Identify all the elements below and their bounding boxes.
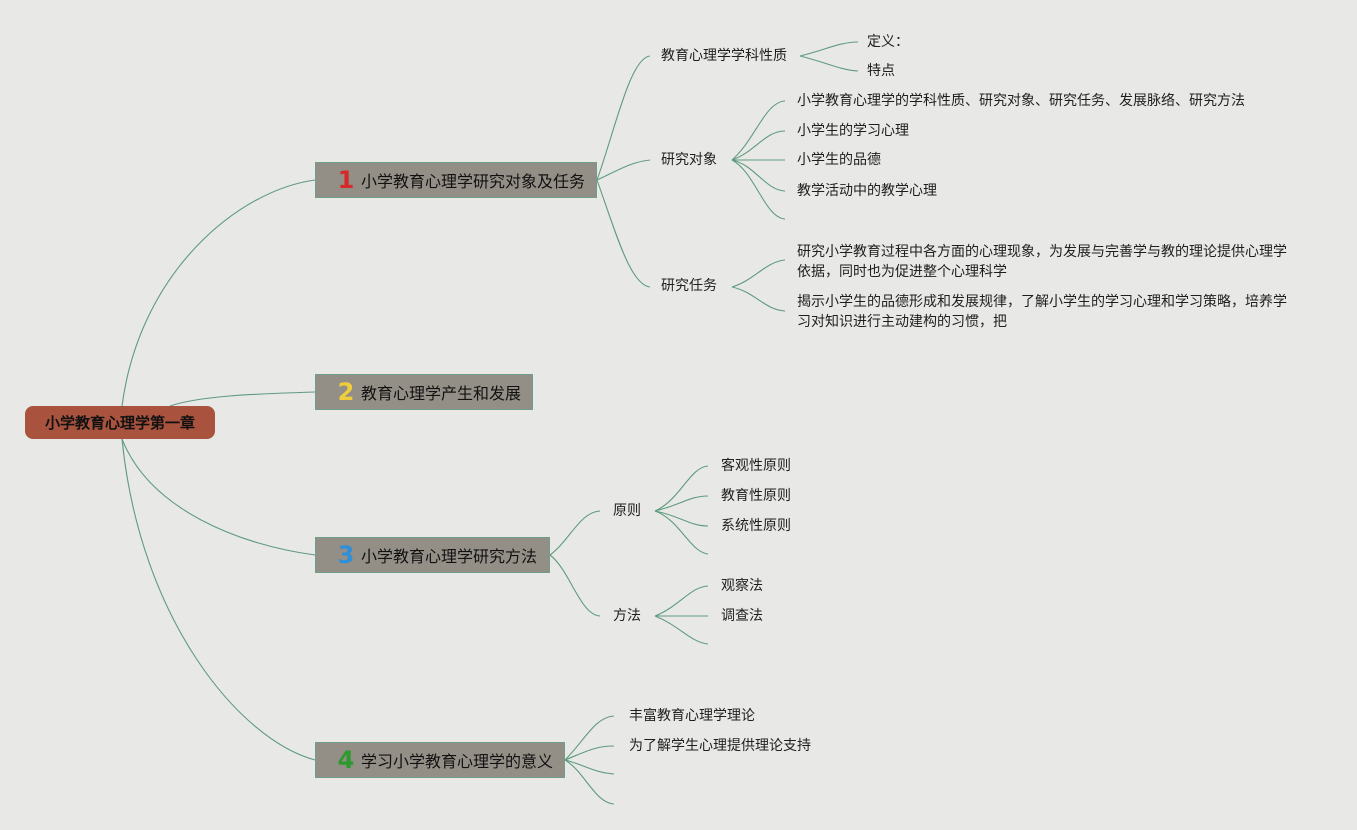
branch-label-1: 小学教育心理学研究对象及任务 — [361, 172, 586, 191]
leaf-object-3[interactable]: 小学生的品德 — [797, 152, 881, 168]
sub-node-subject-nature[interactable]: 教育心理学学科性质 — [661, 48, 787, 64]
branch-label-4: 学习小学教育心理学的意义 — [361, 752, 554, 771]
link-b3-s2 — [549, 554, 601, 617]
sub-node-research-task[interactable]: 研究任务 — [661, 278, 717, 294]
root-node[interactable]: 小学教育心理学第一章 — [25, 406, 215, 439]
link-s2-l4 — [731, 159, 786, 192]
leaf-principle-2[interactable]: 教育性原则 — [721, 488, 791, 504]
leaf-object-1[interactable]: 小学教育心理学的学科性质、研究对象、研究任务、发展脉络、研究方法 — [797, 93, 1245, 109]
link-p-l3 — [654, 510, 709, 527]
leaf-object-2[interactable]: 小学生的学习心理 — [797, 123, 909, 139]
sub-node-principles[interactable]: 原则 — [613, 503, 641, 519]
branch-node-4[interactable]: 4 学习小学教育心理学的意义 — [315, 742, 565, 778]
link-root-b3 — [121, 438, 316, 556]
link-b3-s1 — [549, 510, 601, 556]
link-b4-l4 — [564, 759, 615, 805]
root-label: 小学教育心理学第一章 — [44, 414, 195, 432]
link-b4-l2 — [564, 745, 615, 761]
branch-number-4: 4 — [337, 746, 355, 774]
link-root-b1 — [121, 179, 316, 407]
link-s3-l1 — [731, 259, 786, 288]
leaf-features[interactable]: 特点 — [867, 63, 895, 79]
leaf-method-2[interactable]: 调查法 — [721, 608, 763, 624]
leaf-significance-1[interactable]: 丰富教育心理学理论 — [629, 708, 755, 724]
leaf-significance-2[interactable]: 为了解学生心理提供理论支持 — [629, 738, 811, 754]
link-b1-s3 — [596, 179, 651, 288]
link-m-l1 — [654, 585, 709, 617]
link-p-l1 — [654, 465, 709, 512]
branch-node-2[interactable]: 2 教育心理学产生和发展 — [315, 374, 533, 410]
branch-number-2: 2 — [337, 378, 355, 406]
link-p-l4 — [654, 510, 709, 555]
branch-label-2: 教育心理学产生和发展 — [361, 384, 522, 403]
leaf-task-1[interactable]: 研究小学教育过程中各方面的心理现象，为发展与完善学与教的理论提供心理学依据，同时… — [797, 244, 1287, 280]
link-s1-l1 — [799, 41, 859, 57]
branch-number-3: 3 — [337, 541, 355, 569]
link-b1-s2 — [596, 159, 651, 181]
branch-number-1: 1 — [337, 166, 355, 194]
link-b1-s1 — [596, 55, 651, 181]
link-m-l3 — [654, 615, 709, 645]
leaf-principle-1[interactable]: 客观性原则 — [721, 458, 791, 474]
link-root-b2 — [169, 391, 316, 407]
sub-node-methods[interactable]: 方法 — [613, 608, 641, 624]
link-s2-l5 — [731, 159, 786, 220]
leaf-object-4[interactable]: 教学活动中的教学心理 — [797, 183, 937, 199]
branch-node-3[interactable]: 3 小学教育心理学研究方法 — [315, 537, 550, 573]
link-s2-l1 — [731, 100, 786, 161]
sub-node-research-object[interactable]: 研究对象 — [661, 152, 717, 168]
leaf-principle-3[interactable]: 系统性原则 — [721, 518, 791, 534]
branch-node-1[interactable]: 1 小学教育心理学研究对象及任务 — [315, 162, 597, 198]
link-s2-l2 — [731, 130, 786, 161]
link-b4-l3 — [564, 759, 615, 775]
leaf-definition[interactable]: 定义： — [867, 34, 909, 50]
leaf-method-1[interactable]: 观察法 — [721, 578, 763, 594]
link-root-b4 — [121, 438, 316, 761]
branch-label-3: 小学教育心理学研究方法 — [361, 547, 538, 566]
link-b4-l1 — [564, 715, 615, 761]
link-s1-l2 — [799, 55, 859, 72]
link-s3-l2 — [731, 286, 786, 312]
leaf-task-2[interactable]: 揭示小学生的品德形成和发展规律，了解小学生的学习心理和学习策略，培养学习对知识进… — [797, 294, 1287, 330]
link-p-l2 — [654, 495, 709, 512]
